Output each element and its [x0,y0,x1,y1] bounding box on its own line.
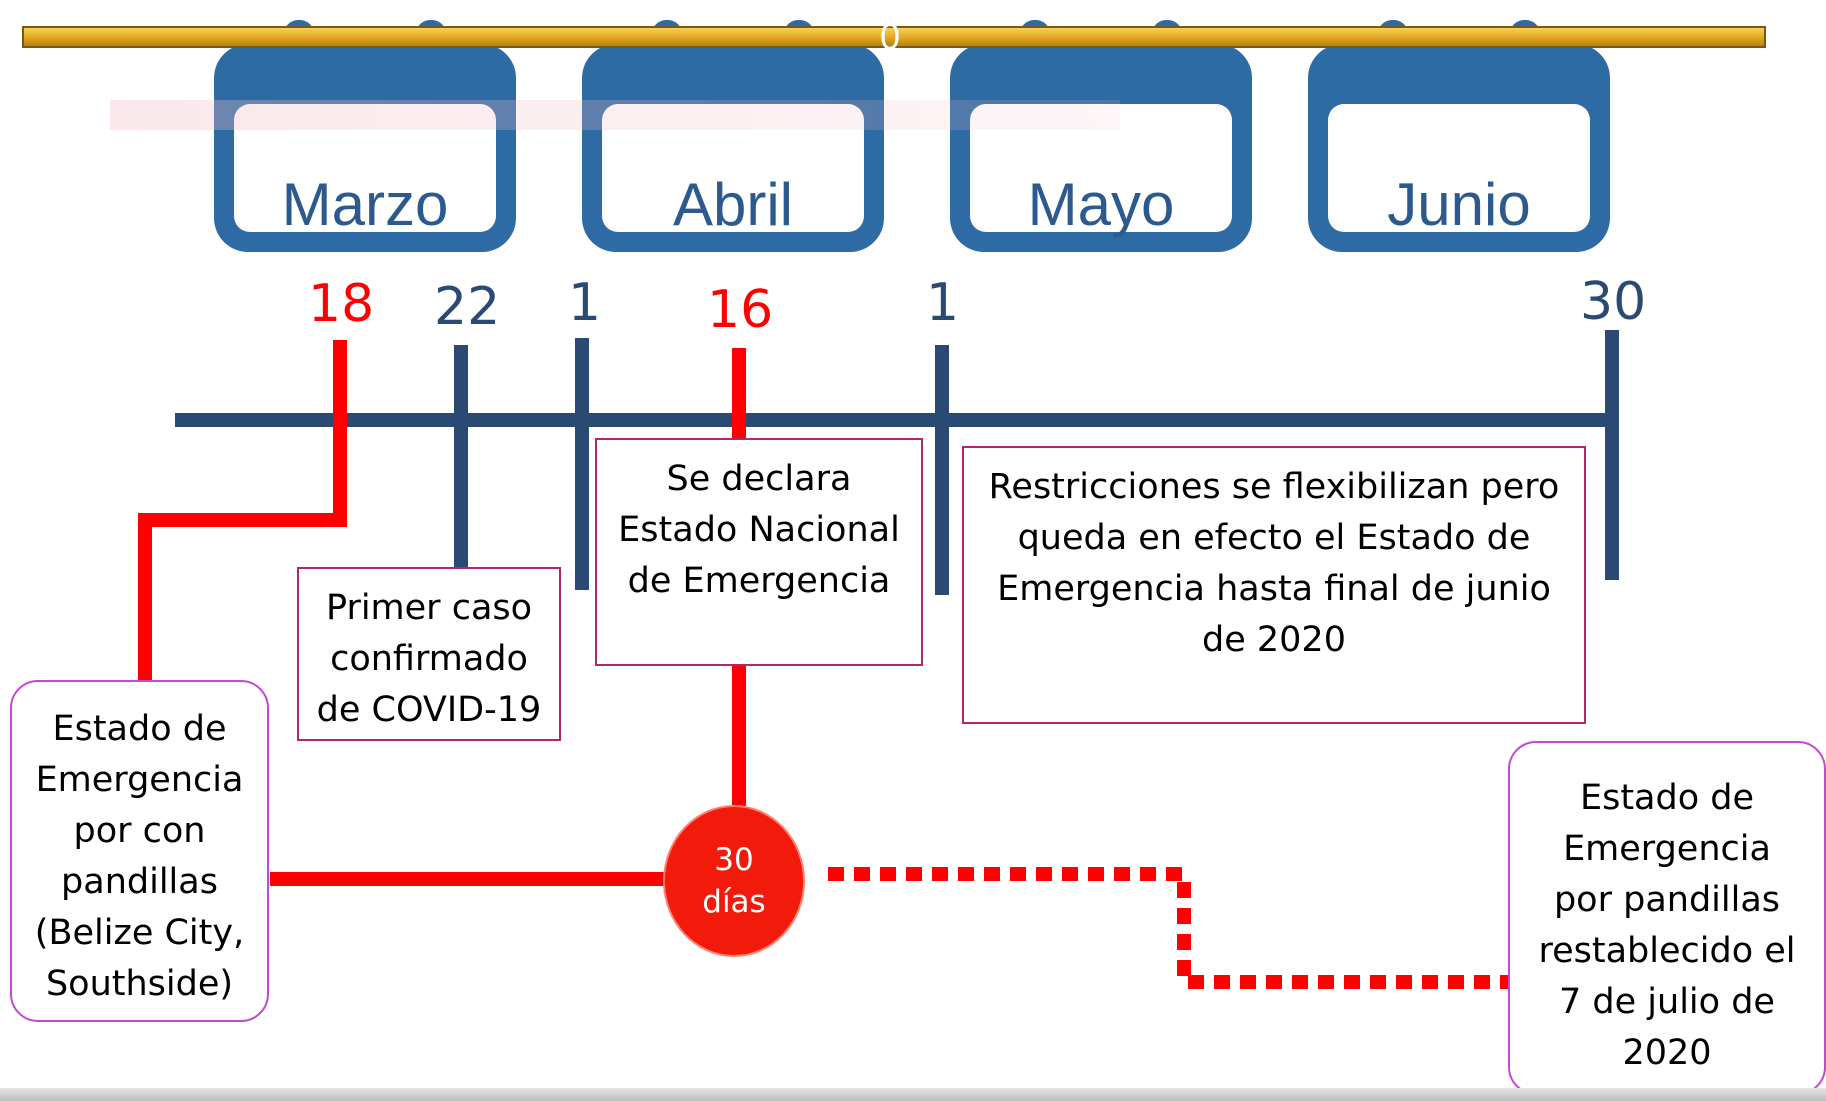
calendar-icon-marzo: Marzo [204,20,526,266]
month-label-marzo: Marzo [281,171,449,238]
top-bar-label: 0 [880,16,901,57]
date-jun30: 30 [1580,272,1647,332]
event-gang-emergency: Estado de Emergencia por con pandillas (… [10,680,269,1022]
calendar-icon-junio: Junio [1298,20,1620,266]
event-gang-emergency-reinstated: Estado de Emergencia por pandillas resta… [1508,741,1826,1095]
date-may1: 1 [926,273,960,333]
duration-badge: 30 días [663,805,805,957]
month-label-abril: Abril [672,171,794,238]
calendar-icon-abril: Abril [572,20,894,266]
top-scroll-bar [22,26,1766,48]
dotted-connector [828,867,1510,989]
event-national-emergency: Se declara Estado Nacional de Emergencia [595,438,923,666]
date-mar22: 22 [434,277,501,337]
month-label-junio: Junio [1387,171,1531,238]
bottom-edge [0,1088,1826,1101]
date-mar18: 18 [308,274,375,334]
month-label-mayo: Mayo [1027,171,1175,238]
faded-banner [110,100,1120,130]
connector-mar18 [138,340,347,680]
calendar-icon-mayo: Mayo [940,20,1262,266]
date-apr16: 16 [707,280,774,340]
date-apr1: 1 [568,273,602,333]
event-first-case: Primer caso confirmado de COVID-19 [297,567,561,741]
event-restrictions: Restricciones se flexibilizan pero queda… [962,446,1586,724]
